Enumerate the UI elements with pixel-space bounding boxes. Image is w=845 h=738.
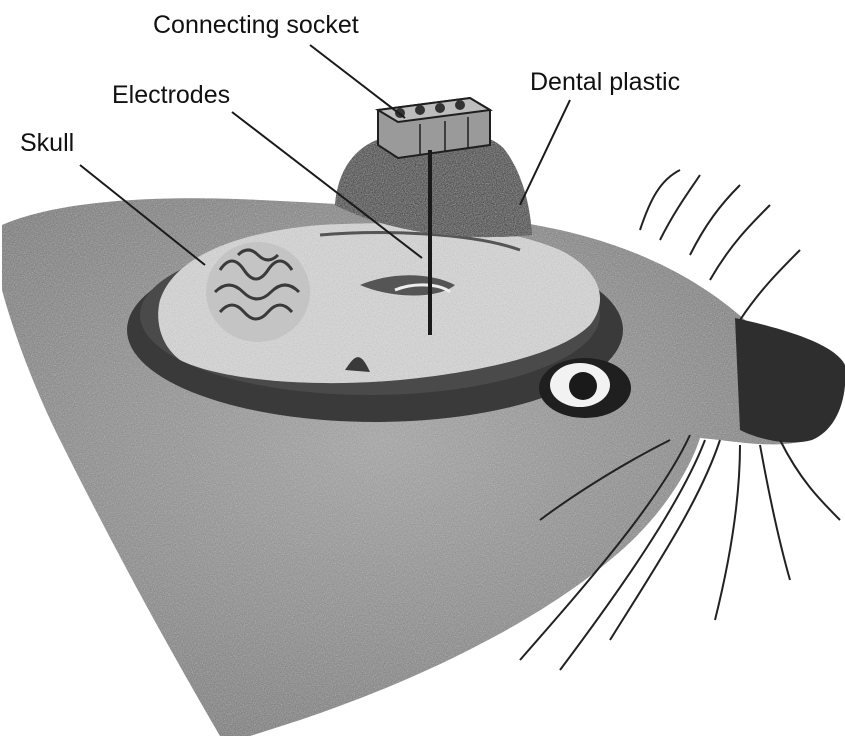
label-dental-plastic: Dental plastic [530,68,680,96]
leader-line-dental-plastic [520,100,570,205]
rat-nose [735,318,845,442]
label-electrodes: Electrodes [112,81,230,109]
label-skull: Skull [20,129,74,157]
cerebellum [206,242,310,342]
leader-line-connecting-socket [310,45,405,118]
label-connecting-socket: Connecting socket [153,11,359,39]
rat-eye [539,358,631,418]
